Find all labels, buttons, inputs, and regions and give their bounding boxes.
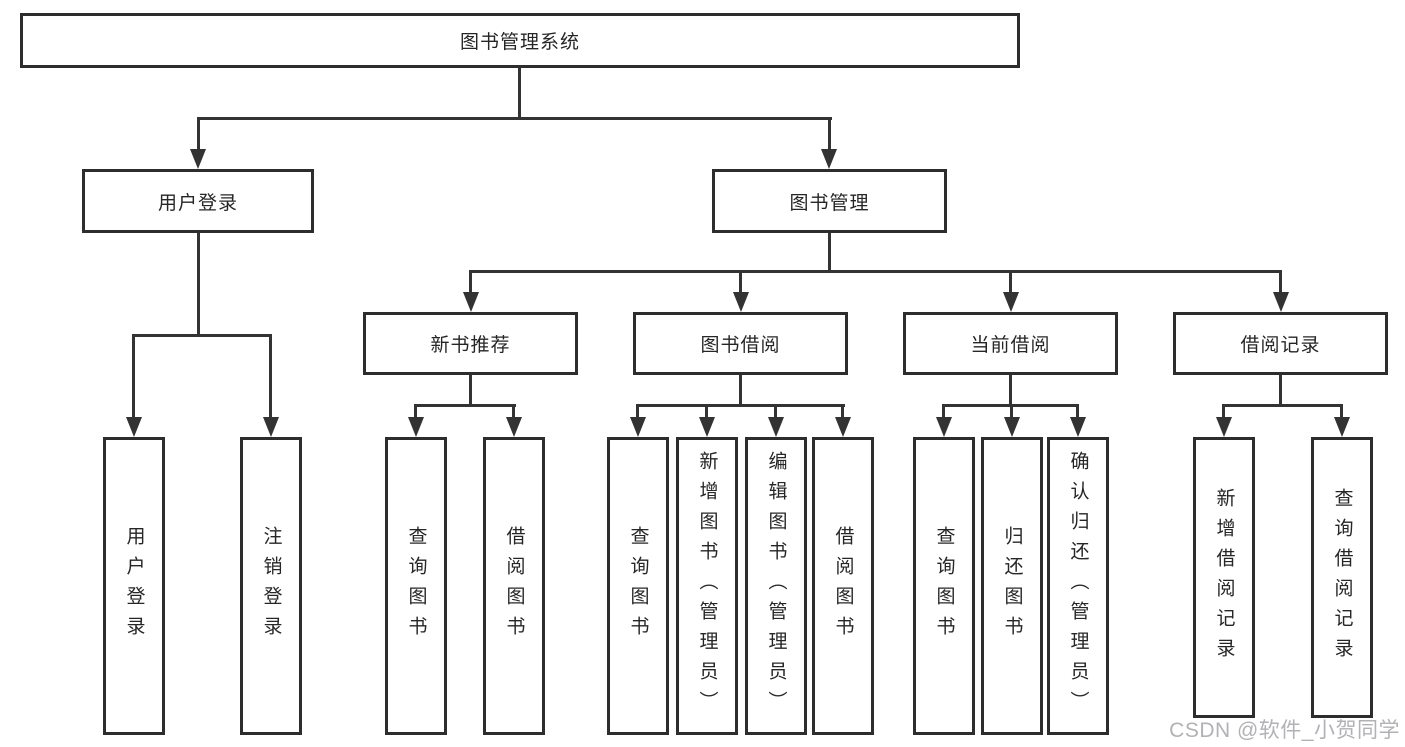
arrowhead-icon [1070,417,1086,437]
connector-line [828,117,831,152]
connector-line [132,334,272,337]
leaf-label: 查询图书 [627,526,649,646]
leaf-label: 用户登录 [123,526,145,646]
leaf-add-book-admin: 新增图书（管理员） [676,437,738,735]
arrowhead-icon [1004,417,1020,437]
leaf-edit-book-admin: 编辑图书（管理员） [745,437,807,735]
arrowhead-icon [699,417,715,437]
connector-line [469,270,1282,273]
node-label: 借阅记录 [1240,335,1321,356]
connector-line [132,334,135,420]
leaf-label: 编辑图书（管理员） [765,451,787,721]
connector-line [1009,375,1012,407]
connector-line [1222,404,1343,407]
connector-line [414,404,516,407]
node-current-borrow: 当前借阅 [903,312,1118,375]
connector-line [739,375,742,407]
node-label: 图书借阅 [700,335,781,356]
leaf-search-books-borrow: 查询图书 [607,437,669,735]
connector-line [197,233,200,337]
connector-line [197,117,832,120]
leaf-label: 查询图书 [933,526,955,646]
connector-line [269,334,272,420]
node-root: 图书管理系统 [20,13,1020,68]
leaf-label: 借阅图书 [832,526,854,646]
arrowhead-icon [768,417,784,437]
arrowhead-icon [821,149,837,169]
leaf-confirm-return-admin: 确认归还（管理员） [1047,437,1109,735]
node-new-book-recommend: 新书推荐 [363,312,578,375]
connector-line [1009,270,1012,296]
leaf-borrow-books: 借阅图书 [812,437,874,735]
connector-line [1222,404,1225,420]
node-borrow-records: 借阅记录 [1173,312,1388,375]
arrowhead-icon [1273,292,1289,312]
connector-line [1010,404,1013,420]
leaf-label: 新增图书（管理员） [696,451,718,721]
arrowhead-icon [1216,417,1232,437]
leaf-query-borrow-record: 查询借阅记录 [1311,437,1373,718]
leaf-label: 新增借阅记录 [1213,487,1235,668]
connector-line [739,270,742,296]
connector-line [841,404,844,420]
connector-line [414,404,417,420]
node-book-borrow: 图书借阅 [633,312,848,375]
leaf-label: 查询图书 [405,526,427,646]
connector-line [512,404,515,420]
connector-line [1340,404,1343,420]
node-label: 图书管理 [789,192,870,214]
leaf-search-books-current: 查询图书 [913,437,975,735]
arrowhead-icon [733,292,749,312]
connector-line [636,404,639,420]
node-label: 图书管理系统 [459,32,580,53]
connector-line [636,404,845,407]
node-label: 新书推荐 [430,335,511,356]
arrowhead-icon [506,417,522,437]
connector-line [705,404,708,420]
arrowhead-icon [463,292,479,312]
connector-line [518,68,521,119]
node-label: 用户登录 [157,192,238,214]
leaf-search-books-recommend: 查询图书 [385,437,447,735]
connector-line [1279,270,1282,296]
node-book-management: 图书管理 [712,169,947,233]
arrowhead-icon [835,417,851,437]
arrowhead-icon [936,417,952,437]
leaf-label: 归还图书 [1001,526,1023,646]
arrowhead-icon [408,417,424,437]
connector-line [942,404,945,420]
leaf-user-login: 用户登录 [103,437,165,735]
leaf-label: 确认归还（管理员） [1067,451,1089,721]
connector-line [1279,375,1282,407]
leaf-borrow-books-recommend: 借阅图书 [483,437,545,735]
arrowhead-icon [126,417,142,437]
connector-line [469,375,472,407]
arrowhead-icon [1334,417,1350,437]
node-user-login: 用户登录 [82,169,314,233]
leaf-label: 借阅图书 [503,526,525,646]
leaf-label: 查询借阅记录 [1331,487,1353,668]
connector-line [469,270,472,296]
connector-line [1076,404,1079,420]
connector-line [828,233,831,273]
connector-line [197,117,200,152]
leaf-add-borrow-record: 新增借阅记录 [1193,437,1255,718]
arrowhead-icon [1003,292,1019,312]
arrowhead-icon [190,149,206,169]
csdn-watermark: CSDN @软件_小贺同学 [1169,719,1400,742]
node-label: 当前借阅 [970,335,1051,356]
arrowhead-icon [630,417,646,437]
leaf-logout: 注销登录 [240,437,302,735]
leaf-label: 注销登录 [260,526,282,646]
arrowhead-icon [263,417,279,437]
connector-line [774,404,777,420]
leaf-return-book: 归还图书 [981,437,1043,735]
